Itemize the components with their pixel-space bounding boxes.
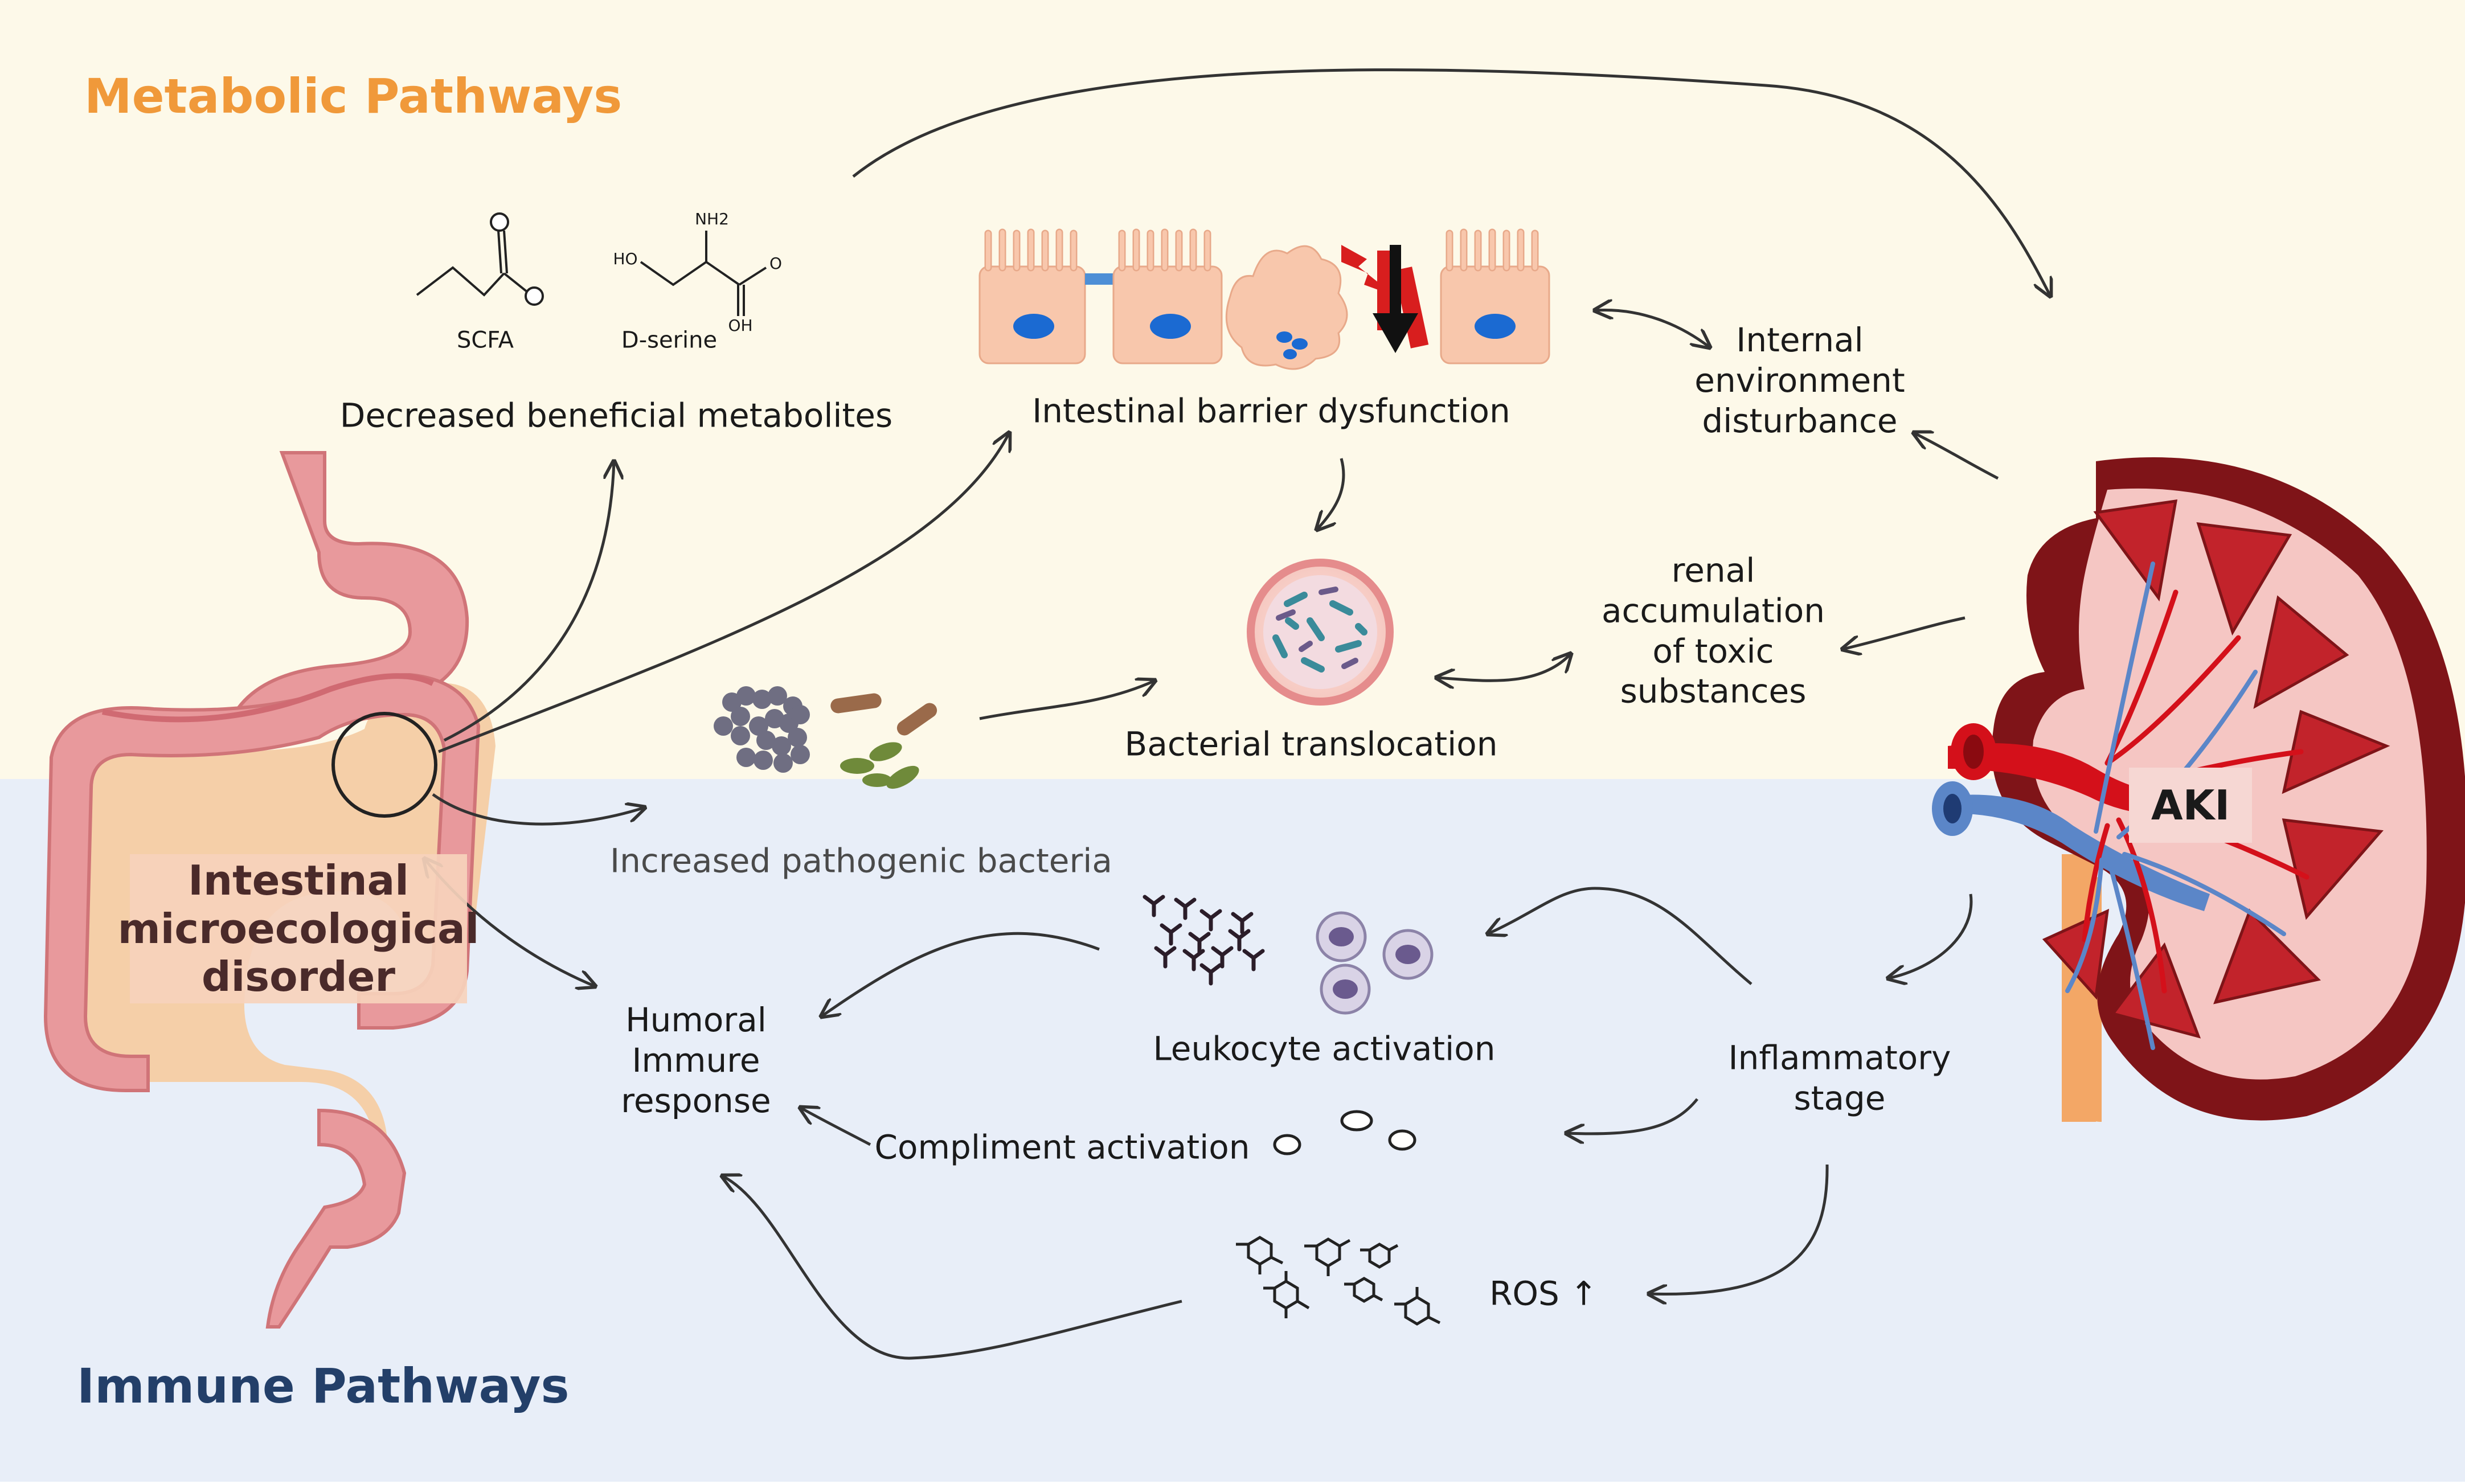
arrow-gut-to-barrier: [438, 433, 1009, 753]
arrow-kidney-to-internal: [1914, 433, 1999, 480]
o-label: O: [769, 253, 783, 273]
immune-pathways-title: Immune Pathways: [77, 1358, 570, 1414]
arrow-bacteria-to-translocation: [979, 680, 1155, 720]
arrow-ros-to-humoral: [722, 1176, 1182, 1360]
ros-label: ROS ↑: [1489, 1274, 1598, 1313]
arrow-inflammatory-to-ros: [1649, 1164, 1829, 1294]
bacteria-cell-icon: [1247, 559, 1394, 706]
damaged-epithelial-cell: [1225, 245, 1348, 370]
arrow-complement-to-humoral: [800, 1108, 871, 1146]
epithelial-cell: [978, 228, 1086, 364]
ros-molecule-icon: [1236, 1236, 1441, 1326]
metabolic-pathways-title: Metabolic Pathways: [84, 68, 623, 124]
arrow-kidney-to-renal: [1842, 616, 1966, 649]
internal-environment-label: Internal environment disturbance: [1694, 320, 1905, 440]
barrier-break-arrow-icon: [1341, 245, 1429, 353]
barrier-dysfunction-label: Intestinal barrier dysfunction: [1032, 391, 1510, 431]
scfa-structure-icon: [416, 212, 544, 306]
oh-label: OH: [728, 315, 753, 335]
leukocyte-activation-label: Leukocyte activation: [1153, 1029, 1496, 1068]
arrow-to-aki-top: [852, 68, 2050, 296]
humoral-response-label: Humoral Immure response: [621, 1000, 771, 1120]
intestinal-epithelium-icon: [978, 228, 1550, 370]
arrow-inflammatory-to-leukocyte: [1488, 887, 1752, 985]
leukocyte-icon: [1316, 911, 1434, 1015]
arrow-barrier-internal-both: [1595, 310, 1710, 347]
decreased-metabolites-label: Decreased beneficial metabolites: [339, 396, 893, 435]
gut-disorder-label: Intestinal microecological disorder: [118, 854, 479, 1003]
nh2-label: NH2: [695, 209, 729, 228]
arrow-gut-to-metabolites: [443, 461, 614, 742]
arrow-kidney-to-inflammatory: [1888, 893, 1973, 978]
epithelial-cell: [1112, 228, 1223, 364]
aki-label: AKI: [2129, 768, 2252, 843]
arrow-inflammatory-to-complement: [1566, 1098, 1698, 1134]
magnifier-circle: [331, 712, 437, 818]
renal-accumulation-label: renal accumulation of toxic substances: [1601, 551, 1825, 711]
arrow-renal-translocation-both: [1436, 654, 1571, 680]
increased-pathogenic-label: Increased pathogenic bacteria: [610, 841, 1112, 880]
ho-label: HO: [613, 249, 638, 268]
arrow-gut-to-pathogenic: [432, 793, 645, 826]
d-serine-label: D-serine: [621, 327, 718, 354]
digestive-tract-icon: [43, 451, 496, 1329]
arrow-leukocyte-to-humoral: [821, 932, 1100, 1016]
d-serine-structure-icon: [640, 231, 767, 316]
inflammatory-stage-label: Inflammatory stage: [1728, 1038, 1951, 1117]
bacterial-translocation-label: Bacterial translocation: [1124, 724, 1498, 764]
complement-activation-label: Compliment activation: [874, 1128, 1250, 1167]
antibody-icon: [1143, 895, 1265, 986]
pathway-arrows: [424, 68, 2050, 1360]
scfa-label: SCFA: [456, 327, 514, 354]
tight-junction: [1085, 273, 1113, 285]
arrow-barrier-to-translocation: [1317, 458, 1345, 530]
epithelial-cell: [1440, 228, 1550, 364]
complement-particle-icon: [1273, 1110, 1416, 1155]
pathogenic-bacteria-icon: [714, 686, 937, 789]
